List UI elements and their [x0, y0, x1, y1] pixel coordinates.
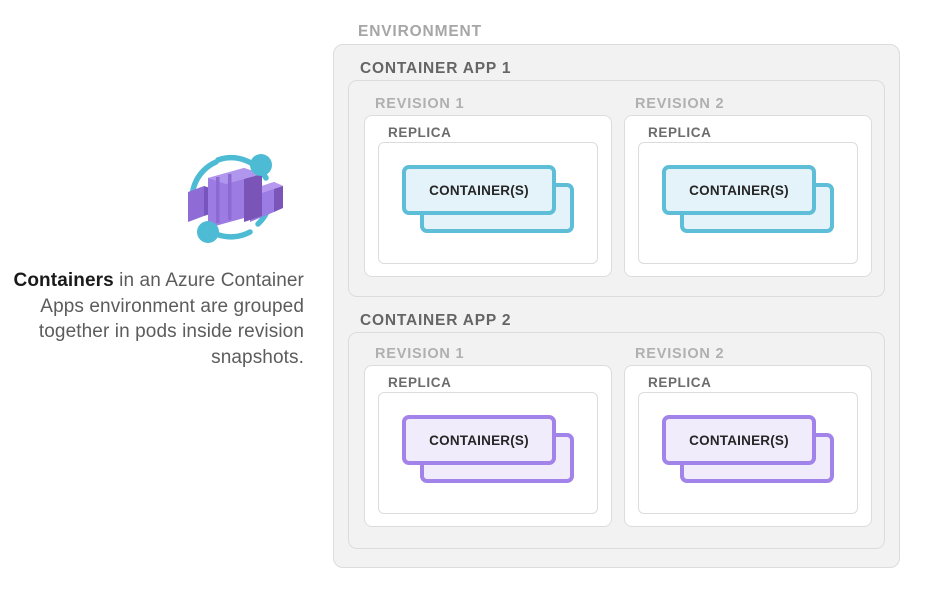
app-2-revision-1-label: REVISION 1 — [375, 346, 465, 362]
container-card-label: CONTAINER(S) — [689, 432, 789, 448]
container-card-front: CONTAINER(S) — [662, 165, 816, 215]
app-1-revision-2-container-stack: CONTAINER(S) — [662, 165, 834, 233]
app-1-revision-1-label: REVISION 1 — [375, 96, 465, 112]
container-card-front: CONTAINER(S) — [402, 415, 556, 465]
container-app-2-label: CONTAINER APP 2 — [360, 312, 512, 329]
app-2-revision-2-container-stack: CONTAINER(S) — [662, 415, 834, 483]
app-2-revision-1-replica-label: REPLICA — [388, 375, 452, 390]
environment-label: ENVIRONMENT — [358, 23, 482, 40]
container-card-front: CONTAINER(S) — [402, 165, 556, 215]
app-1-revision-2-replica-label: REPLICA — [648, 125, 712, 140]
azure-container-apps-icon — [182, 146, 284, 248]
caption-keyword: Containers — [13, 270, 114, 291]
container-card-label: CONTAINER(S) — [429, 432, 529, 448]
app-1-revision-2-label: REVISION 2 — [635, 96, 725, 112]
app-2-revision-2-label: REVISION 2 — [635, 346, 725, 362]
app-2-revision-2-replica-label: REPLICA — [648, 375, 712, 390]
container-card-label: CONTAINER(S) — [429, 182, 529, 198]
description-panel: Containers in an Azure Container Apps en… — [0, 0, 320, 593]
app-1-revision-1-replica-label: REPLICA — [388, 125, 452, 140]
app-1-revision-1-container-stack: CONTAINER(S) — [402, 165, 574, 233]
caption-body: in an Azure Container Apps environment a… — [38, 270, 304, 368]
container-card-label: CONTAINER(S) — [689, 182, 789, 198]
caption-text: Containers in an Azure Container Apps en… — [12, 268, 304, 370]
container-card-front: CONTAINER(S) — [662, 415, 816, 465]
container-app-1-label: CONTAINER APP 1 — [360, 60, 512, 77]
app-2-revision-1-container-stack: CONTAINER(S) — [402, 415, 574, 483]
